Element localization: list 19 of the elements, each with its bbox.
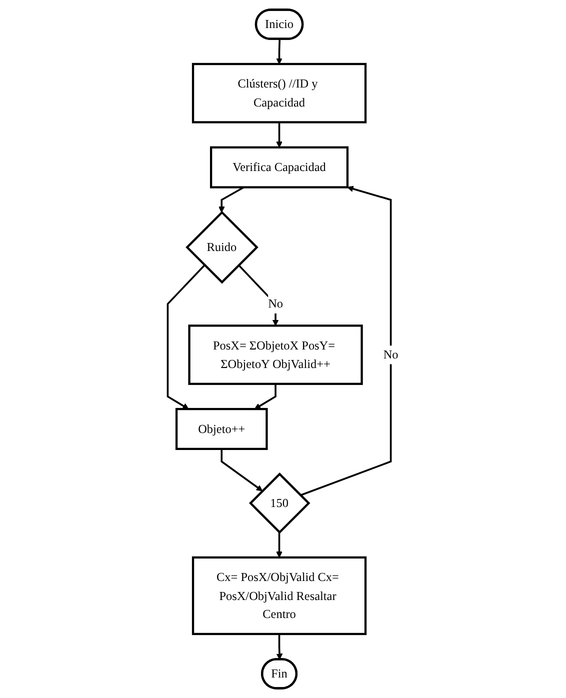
node-box: PosX= ΣObjetoX PosY= ΣObjetoY ObjValid++ <box>188 324 363 385</box>
arrow <box>276 122 282 148</box>
node-diamond: Ruido <box>186 210 258 284</box>
arrow <box>218 186 244 213</box>
node-diamond: 150 <box>249 472 310 534</box>
arrow <box>220 448 263 492</box>
edge-label: No <box>268 296 283 311</box>
arrow <box>166 264 206 410</box>
arrow <box>254 384 276 410</box>
node-box: Cx= PosX/ObjValid Cx= PosX/ObjValid Resaltar Centro <box>192 556 367 636</box>
arrow <box>276 39 282 64</box>
node-box: Verifica Capacidad <box>210 146 349 188</box>
arrow <box>276 634 283 660</box>
arrow <box>300 186 392 496</box>
arrow <box>276 532 282 558</box>
edge-label: No <box>383 348 398 362</box>
node-box: Objeto++ <box>175 408 268 450</box>
arrow <box>238 264 279 326</box>
node-box: Clústers() //ID y Capacidad <box>192 62 367 124</box>
